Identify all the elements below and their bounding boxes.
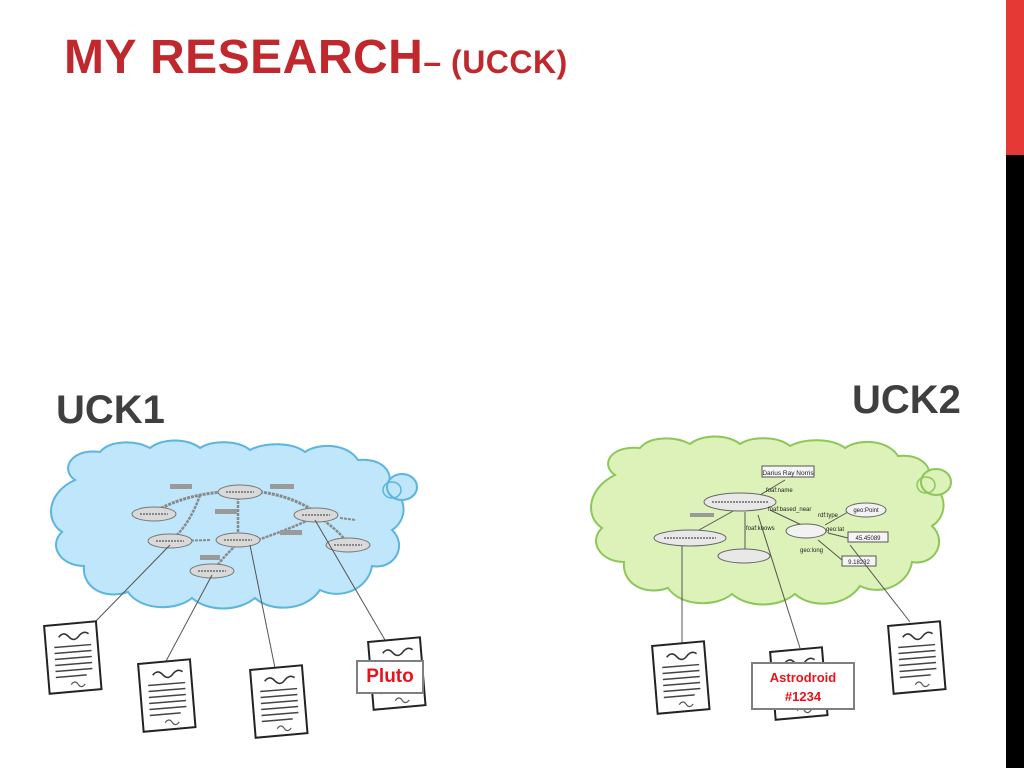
node-lat: 45.45089	[855, 536, 881, 542]
edge-label: geo:long	[800, 548, 823, 554]
pluto-label: Pluto	[366, 666, 414, 687]
document-icon	[887, 620, 947, 695]
connectors-uck1	[94, 519, 386, 669]
graph-uck2: Darius Ray Norris geo:Point 45.45089 9.1…	[653, 465, 889, 567]
document-icon	[651, 640, 711, 715]
cloud-uck2	[590, 435, 952, 606]
edge-label: foaf:knows	[746, 526, 775, 532]
edge-label: foaf:name	[766, 488, 793, 494]
edge-label: geo:lat	[826, 527, 844, 533]
astrodroid-id: #1234	[784, 689, 822, 704]
node-geo-point: geo:Point	[853, 508, 879, 514]
cloud-label-uck2: UCK2	[852, 378, 961, 422]
astrodroid-label: Astrodroid	[769, 670, 837, 685]
node-name: Darius Ray Norris	[762, 470, 814, 477]
accent-stripe-red	[1006, 0, 1024, 155]
node-long: 9.18232	[848, 560, 870, 566]
title-sub: – (UCCK)	[423, 44, 568, 80]
cloud-uck1	[50, 439, 418, 610]
slide-title: MY RESEARCH– (UCCK)	[64, 30, 568, 85]
edge-label: foaf:based_near	[768, 507, 811, 513]
document-icon	[249, 664, 309, 739]
title-main: MY RESEARCH	[64, 31, 424, 84]
edge-label: rdf:type	[818, 513, 839, 519]
connectors-uck2	[681, 514, 911, 649]
astrodroid-callout: Astrodroid #1234	[751, 662, 855, 710]
pluto-callout: Pluto	[356, 660, 424, 694]
document-icon	[43, 620, 103, 695]
document-icon	[137, 658, 197, 733]
accent-stripe-black	[1006, 155, 1024, 768]
cloud-label-uck1: UCK1	[56, 388, 165, 432]
graph-uck1	[131, 484, 371, 579]
